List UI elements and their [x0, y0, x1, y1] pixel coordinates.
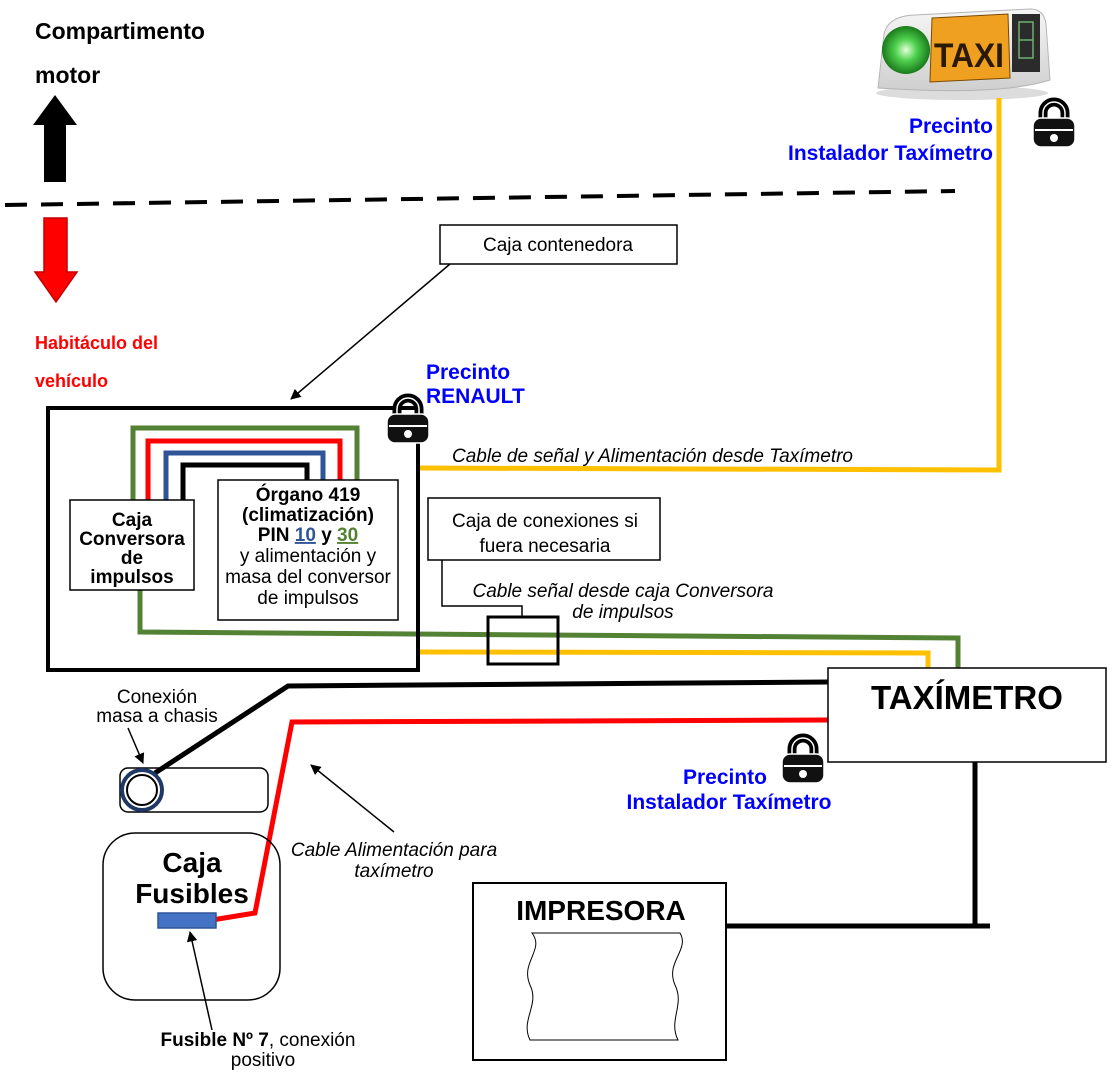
- lock-icon: [1033, 102, 1075, 147]
- junction-box-callout: [427, 497, 661, 561]
- wire-green-signal-to-taximeter: [137, 590, 961, 668]
- seal-renault-line1: Precinto: [426, 361, 510, 384]
- wire-black-internal: [180, 462, 310, 500]
- wire-black-ground: [153, 679, 829, 776]
- seal-installer-bottom-line2: Instalador Taxímetro: [627, 791, 832, 814]
- paper-roll-icon: [526, 932, 683, 1041]
- fuse-note-fuse: Fusible Nº 7: [161, 1030, 269, 1051]
- pin-30: 30: [337, 525, 358, 546]
- engine-compartment-label-line2: motor: [35, 62, 100, 88]
- pin-10: 10: [295, 525, 316, 546]
- engine-compartment-label-line1: Compartimento: [35, 18, 205, 44]
- ground-connection-label-line2: masa a chasis: [96, 706, 217, 727]
- seal-installer-top-line2: Instalador Taxímetro: [788, 142, 993, 165]
- converter-signal-cable-label-line2: de impulsos: [572, 602, 674, 623]
- organ-box-pin-line: PIN 10 y 30: [258, 525, 358, 546]
- taximeter-label: TAXÍMETRO: [871, 679, 1063, 716]
- taxi-sign-label: TAXI: [934, 37, 1004, 75]
- organ-box-line5: masa del conversor: [225, 567, 391, 588]
- ground-terminal-inner: [126, 774, 158, 806]
- vehicle-cabin-label-line1: Habitáculo del: [35, 333, 158, 353]
- converter-box-line4: impulsos: [90, 567, 173, 588]
- printer-label: IMPRESORA: [516, 895, 686, 926]
- converter-signal-cable-label-line1: Cable señal desde caja Conversora: [472, 581, 773, 602]
- pin-join: y: [321, 525, 332, 546]
- power-cable-label-line1: Cable Alimentación para: [291, 840, 497, 861]
- container-box-pointer-arrow: [290, 263, 451, 400]
- signal-power-cable-label: Cable de señal y Alimentación desde Taxí…: [452, 446, 853, 467]
- converter-box-line2: Conversora: [79, 529, 185, 550]
- vehicle-cabin-label-line2: vehículo: [35, 371, 108, 391]
- wire-red-internal: [145, 438, 343, 500]
- organ-box-line6: de impulsos: [257, 588, 358, 609]
- taxi-roof-sign-icon: TAXI: [876, 8, 1051, 100]
- lock-icon: [387, 398, 429, 443]
- organ-box-line4: y alimentación y: [240, 546, 377, 567]
- organ-box-line2: (climatización): [242, 505, 374, 526]
- ground-connection-label-line1: Conexión: [117, 687, 197, 708]
- wire-red-power: [211, 717, 829, 923]
- wire-yellow-to-roof-sign: [417, 98, 1002, 473]
- fuse-pointer-arrow: [186, 930, 213, 1031]
- green-light: [882, 26, 930, 74]
- arrow-down-icon: [33, 217, 79, 304]
- wire-blue-internal: [163, 450, 326, 500]
- seal-installer-bottom-line1: Precinto: [683, 766, 767, 789]
- container-box-callout: [439, 224, 678, 265]
- junction-box: [486, 615, 560, 666]
- fuse-note-line2: positivo: [231, 1050, 295, 1071]
- organ-419-box: [217, 479, 399, 621]
- power-cable-pointer-arrow: [310, 764, 395, 833]
- taxi-panel: [929, 13, 1011, 83]
- fuse-7: [157, 912, 217, 929]
- zone-separator-dashed-line: [4, 189, 956, 207]
- junction-box-pointer-line: [441, 560, 523, 617]
- converter-box-line1: Caja: [112, 510, 153, 531]
- fuse-box-label-line1: Caja: [162, 847, 222, 878]
- junction-box-callout-line1: Caja de conexiones si: [452, 511, 638, 532]
- arrow-up-icon: [33, 95, 77, 182]
- printer-box: [472, 882, 727, 1061]
- fuse-box: [102, 832, 281, 1001]
- junction-box-callout-line2: fuera necesaria: [480, 536, 611, 557]
- taximeter-box: [827, 667, 1107, 763]
- power-cable-label-line2: taxímetro: [354, 861, 433, 882]
- wire-green-internal: [130, 425, 360, 500]
- lock-icon: [782, 738, 824, 783]
- fuse-box-label-line2: Fusibles: [135, 878, 249, 909]
- fuse-note-detail: , conexión: [269, 1030, 356, 1051]
- ground-connection-pointer-arrow: [127, 727, 145, 764]
- seal-installer-top-line1: Precinto: [909, 115, 993, 138]
- wire-yellow-to-taximeter: [417, 649, 931, 668]
- container-box: [46, 406, 420, 672]
- converter-box-line3: de: [121, 548, 143, 569]
- organ-box-line1: Órgano 419: [256, 484, 361, 506]
- seal-renault-line2: RENAULT: [426, 385, 525, 408]
- fuse-note-line1: Fusible Nº 7, conexión: [161, 1030, 356, 1051]
- container-box-callout-label: Caja contenedora: [483, 235, 633, 256]
- pin-prefix: PIN: [258, 525, 290, 546]
- sign-display: [1012, 14, 1040, 72]
- pulse-converter-box: [69, 499, 195, 591]
